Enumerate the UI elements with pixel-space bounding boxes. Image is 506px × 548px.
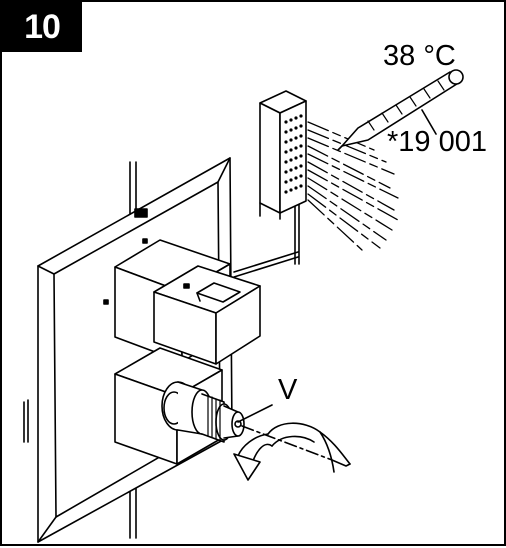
- rotation-arrow-icon: [233, 422, 351, 481]
- adjust-marker-label: V: [278, 374, 298, 406]
- step-number-badge: 10: [2, 2, 82, 52]
- part-leader-line: [421, 109, 437, 135]
- cartridge-spindle-icon: [161, 381, 245, 443]
- shower-head-icon: [259, 90, 307, 220]
- thermometer-icon: [337, 69, 464, 151]
- temperature-label: 38 °C: [383, 40, 456, 72]
- axis-centerline: [241, 425, 333, 461]
- v-leader-line: [237, 404, 273, 423]
- thermometer-part-number: *19 001: [387, 126, 487, 158]
- diverter-handle-icon: [153, 265, 261, 365]
- water-spray-icon: [307, 121, 399, 251]
